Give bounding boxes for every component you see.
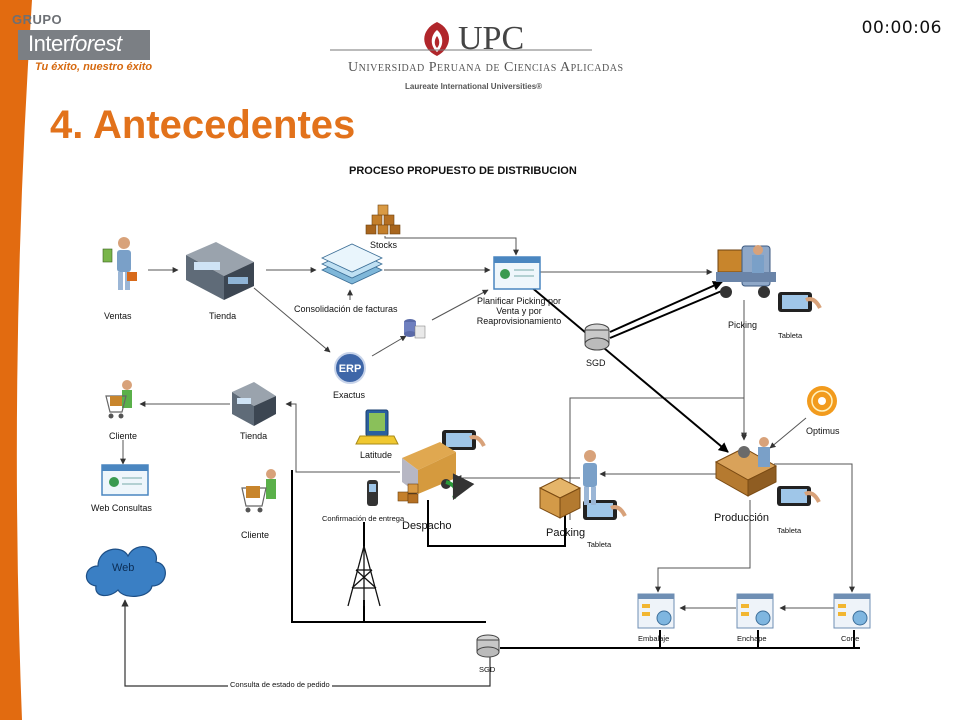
logo-inter: Inter: [28, 31, 70, 56]
tienda-mid-building-icon: [232, 382, 276, 426]
tableta-despacho-icon: [442, 430, 486, 450]
laureate-text: Laureate International Universities®: [405, 82, 543, 91]
packing-box-icon: [538, 477, 582, 519]
label-tableta-packing: Tableta: [587, 540, 612, 549]
upc-flame-icon: [424, 22, 450, 56]
optimus-disc-icon: [807, 386, 837, 416]
label-tableta-produccion: Tableta: [777, 526, 802, 535]
cliente-bottom-cart-icon: [241, 469, 276, 513]
ventas-person-icon: [102, 237, 137, 290]
label-web-consultas: Web Consultas: [91, 503, 152, 513]
packing-person-icon: [583, 450, 597, 505]
produccion-machine-icon: [714, 437, 778, 497]
label-despacho: Despacho: [402, 520, 452, 532]
cliente-top-cart-icon: [105, 380, 132, 419]
upc-brand: UPC: [458, 20, 525, 57]
web-cloud-icon: [85, 546, 166, 597]
tableta-packing-icon: [583, 500, 627, 520]
consolidacion-papers-icon: [321, 243, 383, 285]
confirmacion-phone-icon: [367, 480, 378, 506]
label-packing: Packing: [546, 527, 586, 539]
orange-side-band: [0, 0, 32, 720]
sgd-bottom-router-icon: [476, 634, 500, 658]
planificar-window-icon: [493, 256, 541, 290]
label-web: Web: [112, 562, 135, 574]
erp-icon: ERP: [334, 352, 366, 384]
university-name: Universidad Peruana de Ciencias Aplicada…: [348, 60, 624, 75]
logo-slogan: Tu éxito, nuestro éxito: [35, 61, 153, 73]
label-produccion: Producción: [714, 512, 770, 524]
label-consulta: Consulta de estado de pedido: [228, 680, 332, 689]
label-corte: Corte: [841, 634, 860, 643]
database-icon: [404, 319, 426, 339]
picking-forklift-icon: [716, 245, 776, 298]
label-sgd-bottom: SGD: [479, 665, 496, 674]
label-latitude: Latitude: [360, 450, 393, 460]
label-ventas: Ventas: [104, 311, 132, 321]
embalaje-process-icon: [637, 593, 675, 629]
label-enchape: Enchape: [737, 634, 767, 643]
logo-forest: forest: [69, 31, 123, 56]
tableta-produccion-icon: [777, 486, 821, 506]
label-tienda-mid: Tienda: [240, 431, 268, 441]
label-tableta-picking: Tableta: [778, 331, 803, 340]
label-stocks: Stocks: [370, 240, 398, 250]
despacho-boxes-icon: [397, 483, 419, 504]
interforest-logo: [18, 30, 150, 60]
grupo-text: GRUPO: [12, 12, 63, 27]
label-optimus: Optimus: [806, 426, 840, 436]
latitude-laptop-icon: [355, 409, 399, 445]
diagram-title: PROCESO PROPUESTO DE DISTRIBUCION: [349, 165, 577, 177]
label-planificar: Planificar Picking por Venta y por Reapr…: [476, 296, 562, 326]
antenna-tower-icon: [347, 545, 381, 607]
stocks-boxes-icon: [365, 204, 401, 235]
timer: 00:00:06: [861, 18, 942, 38]
label-picking: Picking: [728, 320, 758, 330]
label-confirmacion: Confirmación de entrega: [322, 514, 405, 523]
web-consultas-window-icon: [101, 464, 149, 496]
label-tienda-top: Tienda: [209, 311, 237, 321]
corte-process-icon: [833, 593, 871, 629]
label-sgd-top: SGD: [586, 358, 606, 368]
tienda-top-building-icon: [186, 242, 254, 300]
interforest-logo-text: Interforest: [28, 31, 122, 57]
erp-text: ERP: [339, 363, 362, 375]
label-cliente-bottom: Cliente: [241, 530, 270, 540]
sgd-top-router-icon: [584, 323, 610, 351]
tableta-picking-icon: [778, 292, 822, 312]
label-cliente-top: Cliente: [109, 431, 138, 441]
slide-title: 4. Antecedentes: [50, 103, 356, 147]
enchape-process-icon: [736, 593, 774, 629]
label-consolidacion: Consolidación de facturas: [294, 304, 398, 314]
label-embalaje: Embalaje: [638, 634, 670, 643]
label-exactus: Exactus: [333, 390, 366, 400]
